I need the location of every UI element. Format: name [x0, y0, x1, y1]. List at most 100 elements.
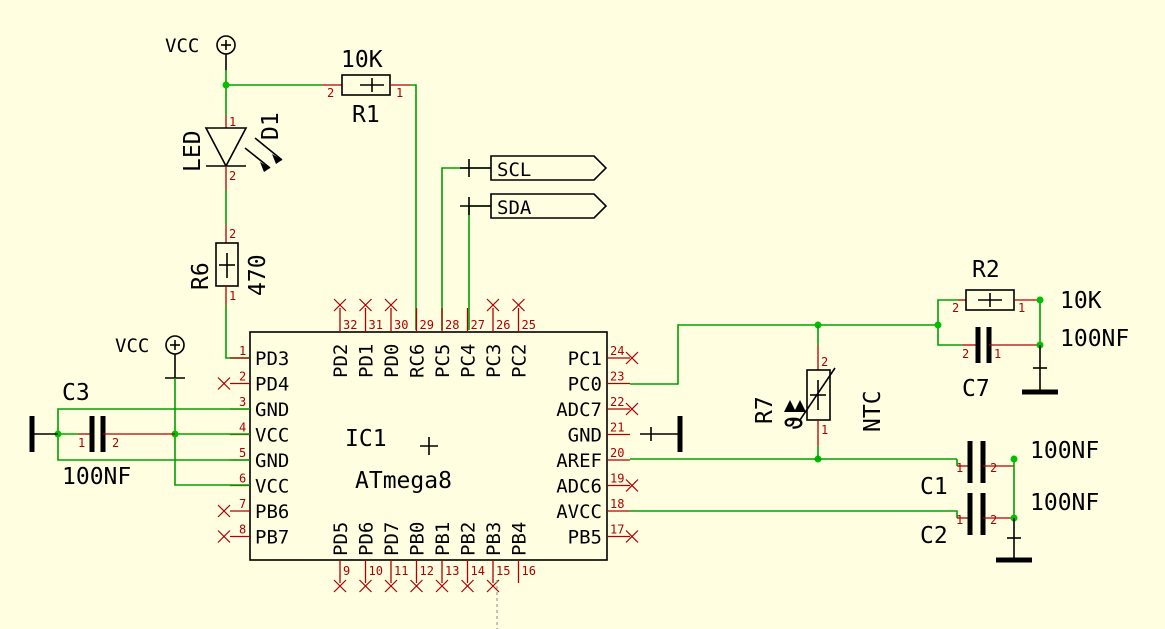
ic-pin-name: VCC: [255, 425, 289, 447]
ic-pin-name: PD1: [356, 344, 378, 378]
svg-text:2: 2: [821, 355, 828, 369]
svg-text:2: 2: [962, 347, 969, 361]
ic-pin-number: 1: [239, 344, 246, 358]
ic-pin-number: 32: [343, 318, 357, 332]
ic-pin-number: 24: [610, 344, 624, 358]
ic-pin-number: 3: [239, 395, 246, 409]
svg-text:2: 2: [327, 86, 334, 100]
ic-pin-number: 2: [239, 370, 246, 384]
ic-pin-number: 16: [522, 564, 536, 578]
c2-value: 100NF: [1030, 490, 1099, 516]
resistor-r2[interactable]: 2 1 R2 10K: [952, 257, 1102, 315]
net-label-sda[interactable]: SDA: [460, 193, 608, 219]
ic-pin-name: VCC: [255, 476, 289, 498]
ic-pin-name: PB5: [568, 527, 602, 549]
ic-pin-number: 25: [522, 318, 536, 332]
ic-pin-name: GND: [255, 399, 289, 421]
ic-pin-name: RC6: [407, 344, 429, 378]
ic-pin-name: ADC6: [556, 476, 602, 498]
ic-pin-name: PB3: [483, 522, 505, 556]
ic-pin-number: 6: [239, 472, 246, 486]
theta-symbol: ϑ: [782, 416, 808, 430]
ic1-name: IC1: [345, 426, 387, 452]
capacitor-c2[interactable]: 1 2 C2 100NF: [920, 490, 1099, 549]
ic-pin-number: 29: [420, 318, 434, 332]
ic-pin-name: PC5: [432, 344, 454, 378]
svg-text:1: 1: [956, 513, 963, 527]
capacitor-c7[interactable]: 2 1 C7 100NF: [962, 326, 1129, 402]
ic-pin-name: PB2: [458, 522, 480, 556]
sda-label: SDA: [497, 197, 532, 219]
ic-pin-name: PD7: [381, 522, 403, 556]
c7-name: C7: [962, 376, 990, 402]
ic-pin-number: 4: [239, 421, 246, 435]
ic-pin-name: PC4: [458, 344, 480, 378]
svg-text:1: 1: [1018, 301, 1025, 315]
ic-pin-number: 10: [369, 564, 383, 578]
svg-text:1: 1: [229, 289, 236, 303]
svg-text:1: 1: [229, 115, 236, 129]
ic-pin-number: 19: [610, 472, 624, 486]
led-type-label: LED: [180, 130, 206, 172]
ic-pin-number: 18: [610, 497, 624, 511]
ic-pin-number: 31: [369, 318, 383, 332]
ic-pin-number: 28: [445, 318, 459, 332]
r1-value: 10K: [341, 47, 383, 73]
ic-pin-name: PD3: [255, 348, 289, 370]
ic-pin-name: PD6: [356, 522, 378, 556]
ic-pin-number: 8: [239, 523, 246, 537]
ic-pin-name: AREF: [556, 450, 602, 472]
ic-pin-name: PD2: [330, 344, 352, 378]
ic-pin-number: 21: [610, 421, 624, 435]
vcc-symbol-top[interactable]: VCC: [165, 35, 236, 70]
c2-name: C2: [920, 523, 948, 549]
c3-value: 100NF: [62, 464, 131, 490]
r6-name: R6: [188, 262, 214, 290]
ic-pin-number: 20: [610, 446, 624, 460]
svg-text:1: 1: [956, 461, 963, 475]
ic-pin-name: PC0: [568, 374, 602, 396]
ntc-r7[interactable]: 2 1 R7 NTC ϑ: [752, 345, 886, 446]
ic-pin-number: 5: [239, 446, 246, 460]
svg-text:1: 1: [78, 436, 85, 450]
capacitor-c1[interactable]: 1 2 C1 100NF: [920, 438, 1099, 500]
no-connect-mark: [217, 376, 231, 391]
r2-value: 10K: [1060, 288, 1102, 314]
no-connect-mark: [217, 504, 231, 518]
svg-text:1: 1: [396, 86, 403, 100]
c1-value: 100NF: [1030, 438, 1099, 464]
r6-value: 470: [245, 254, 271, 296]
vcc-symbol-left[interactable]: VCC: [115, 335, 185, 379]
ic-pin-name: AVCC: [556, 501, 602, 523]
c3-name: C3: [62, 380, 90, 406]
resistor-r1[interactable]: 2 1 10K R1: [322, 47, 410, 128]
svg-text:1: 1: [821, 423, 828, 437]
resistor-r6[interactable]: 2 1 R6 470: [188, 225, 271, 305]
led-d1[interactable]: 1 2 LED D1: [180, 112, 284, 190]
net-label-scl[interactable]: SCL: [460, 155, 608, 181]
ic-pin-number: 22: [610, 395, 624, 409]
ic-pin-number: 9: [343, 564, 350, 578]
ic-pin-number: 27: [471, 318, 485, 332]
ic-pin-number: 15: [496, 564, 510, 578]
vcc-label-top: VCC: [165, 35, 199, 57]
r7-name: R7: [752, 396, 778, 424]
svg-text:2: 2: [990, 461, 997, 475]
ic-pin-number: 13: [445, 564, 459, 578]
ic1-value: ATmega8: [355, 468, 452, 494]
r1-name: R1: [352, 102, 380, 128]
c7-value: 100NF: [1060, 326, 1129, 352]
ic-pin-name: GND: [255, 450, 289, 472]
ic-pin-name: PB1: [432, 522, 454, 556]
scl-label: SCL: [497, 159, 531, 181]
svg-text:2: 2: [229, 169, 236, 183]
ic-pin-name: PB7: [255, 527, 289, 549]
ic-pin-name: ADC7: [556, 399, 602, 421]
capacitor-c3[interactable]: 1 2 C3 100NF: [62, 380, 175, 490]
ic-pin-name: PC2: [509, 344, 531, 378]
svg-text:1: 1: [994, 347, 1001, 361]
ic-pin-number: 17: [610, 523, 624, 537]
ic-pin-name: PB6: [255, 501, 289, 523]
